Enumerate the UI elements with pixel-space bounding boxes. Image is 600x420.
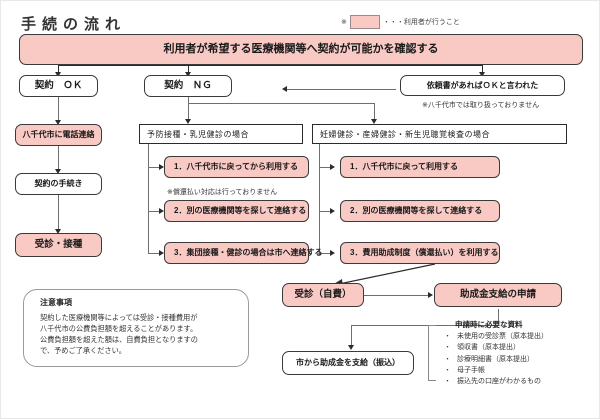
connector: [363, 295, 429, 297]
arrow-head: [54, 229, 61, 234]
box-request-form-ok[interactable]: 依頼書があればＯＫと言われた: [400, 75, 565, 96]
box-payment-from-city[interactable]: 市から助成金を支給（振込）: [282, 351, 414, 375]
arrow-head: [428, 291, 433, 298]
arrow-head: [347, 345, 354, 350]
connector: [188, 97, 190, 103]
arrow-head: [159, 249, 164, 256]
list-item: 母子手帳: [444, 365, 548, 377]
connector: [58, 65, 60, 75]
option-right-1[interactable]: 1．八千代市に戻って利用する: [340, 156, 500, 178]
option-mid-3[interactable]: 3．集団接種・健診の場合は市へ連絡する: [164, 242, 322, 264]
connector: [148, 253, 160, 255]
option-mid-2[interactable]: 2．別の医療機関等を探して連絡する: [164, 200, 309, 222]
arrow-head: [282, 85, 287, 92]
caution-body: 契約した医療機関等によっては受診・接種費用が 八千代市の公費負担額を超えることが…: [40, 313, 198, 356]
box-contract-procedure[interactable]: 契約の手続き: [15, 173, 102, 195]
connector: [188, 65, 190, 75]
connector: [319, 211, 331, 213]
box-consult-self-pay[interactable]: 受診（自費）: [282, 283, 364, 307]
box-contract-ng[interactable]: 契約 ＮＧ: [144, 75, 232, 97]
legend-text: ・・・利用者が行うこと: [382, 19, 460, 26]
bracket-icon: [428, 325, 436, 381]
documents-list: 未使用の受診票（原本提出） 領収書（原本提出） 診療明細書（原本提出） 母子手帳…: [444, 331, 548, 388]
arrow-head: [54, 120, 61, 125]
page-title: 手続の流れ: [21, 16, 127, 33]
connector: [58, 195, 60, 231]
connector: [374, 103, 376, 121]
arrow-head: [184, 72, 191, 77]
header-vaccination-case: 予防接種・乳児健診の場合: [139, 124, 303, 144]
connector: [319, 253, 331, 255]
arrow-head: [330, 249, 335, 256]
connector: [319, 144, 321, 254]
connector: [482, 65, 484, 75]
connector: [188, 103, 190, 121]
arrow-head: [54, 169, 61, 174]
caution-panel: 注意事項 契約した医療機関等によっては受診・接種費用が 八千代市の公費負担額を超…: [23, 289, 249, 367]
list-item: 振込先の口座がわかるもの: [444, 376, 548, 388]
arrow-head: [54, 72, 61, 77]
connector: [351, 325, 499, 327]
header-maternity-case: 妊婦健診・産婦健診・新生児聴覚検査の場合: [312, 124, 567, 144]
box-consult-vaccination[interactable]: 受診・接種: [15, 233, 102, 257]
caution-title: 注意事項: [40, 298, 72, 307]
connector: [148, 144, 150, 254]
option-right-3[interactable]: 3．費用助成制度（償還払い）を利用する: [340, 242, 500, 264]
connector: [148, 211, 160, 213]
arrow-head: [330, 207, 335, 214]
list-item: 診療明細書（原本提出）: [444, 354, 548, 366]
legend-marker: ※: [341, 19, 347, 26]
arrow-head: [330, 163, 335, 170]
list-item: 未使用の受診票（原本提出）: [444, 331, 548, 343]
connector: [286, 89, 396, 91]
connector: [188, 103, 375, 105]
arrow-head: [159, 163, 164, 170]
connector: [351, 325, 353, 347]
arrow-head: [478, 72, 485, 77]
legend: ※ ・・・利用者が行うこと: [341, 15, 460, 29]
box-phone-city[interactable]: 八千代市に電話連絡: [15, 124, 102, 146]
connector: [319, 167, 331, 169]
option-right-2[interactable]: 2．別の医療機関等を探して連絡する: [340, 200, 500, 222]
arrow-head: [159, 207, 164, 214]
connector: [498, 309, 500, 325]
connector: [148, 167, 160, 169]
connector: [58, 97, 60, 122]
connector: [58, 146, 60, 171]
box-confirm-contract[interactable]: 利用者が希望する医療機関等へ契約が可能かを確認する: [19, 34, 583, 65]
list-item: 領収書（原本提出）: [444, 342, 548, 354]
arrow-head: [370, 119, 377, 124]
documents-title: 申請時に必要な資料: [455, 320, 523, 329]
note-request-form: ※八千代市では取り扱っておりません: [422, 102, 540, 109]
legend-swatch-icon: [349, 15, 380, 29]
box-subsidy-application[interactable]: 助成金支給の申請: [434, 283, 562, 307]
note-no-reimbursement: ※償還払い対応は行っておりません: [167, 189, 278, 196]
documents-panel: 申請時に必要な資料 未使用の受診票（原本提出） 領収書（原本提出） 診療明細書（…: [428, 319, 593, 388]
arrow-head: [184, 119, 191, 124]
box-contract-ok[interactable]: 契約 ＯＫ: [19, 75, 98, 97]
option-mid-1[interactable]: 1．八千代市に戻ってから利用する: [164, 156, 309, 178]
connector: [58, 65, 483, 67]
